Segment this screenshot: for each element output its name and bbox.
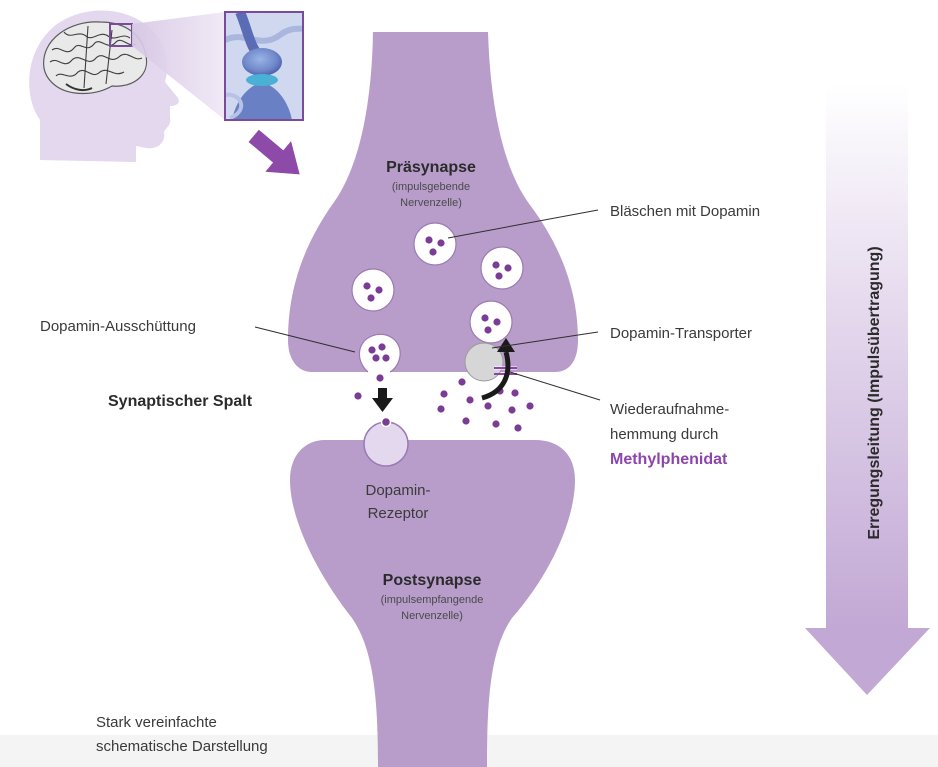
- releasing-vesicle: [359, 334, 400, 372]
- leader-inhibition: [510, 372, 600, 400]
- postsynapse-title: Postsynapse: [383, 572, 482, 589]
- footnote-line-2: schematische Darstellung: [96, 738, 268, 755]
- footnote-line-1: Stark vereinfachte: [96, 714, 217, 731]
- microscope-thumbnail: [225, 12, 303, 120]
- presynapse-sub1: (impulsgebende: [392, 181, 470, 193]
- receptor-label-1: Dopamin-: [365, 482, 430, 499]
- cleft-label: Synaptischer Spalt: [108, 393, 253, 410]
- presynapse-title: Präsynapse: [386, 159, 476, 176]
- inhibition-label-1: Wiederaufnahme-: [610, 401, 729, 418]
- dopamine-receptor: [364, 418, 408, 467]
- inhibition-label-2: hemmung durch: [610, 426, 718, 443]
- transporter-label: Dopamin-Transporter: [610, 325, 752, 342]
- drug-label: Methylphenidat: [610, 451, 728, 468]
- vesicle-label: Bläschen mit Dopamin: [610, 203, 760, 220]
- receptor-label-2: Rezeptor: [368, 505, 429, 522]
- down-arrow-icon: [372, 388, 393, 412]
- presynapse-sub2: Nervenzelle): [400, 197, 462, 209]
- zoom-arrow-icon: [241, 121, 313, 190]
- postsynapse-sub1: (impulsempfangende: [381, 594, 484, 606]
- release-label: Dopamin-Ausschüttung: [40, 318, 196, 335]
- postsynapse-sub2: Nervenzelle): [401, 610, 463, 622]
- direction-label: Erregungsleitung (Impulsübertragung): [866, 246, 883, 539]
